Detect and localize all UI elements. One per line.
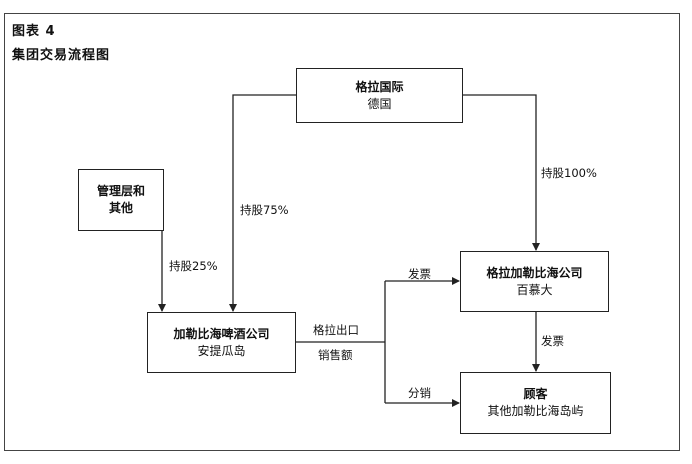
node-location: 德国 (367, 96, 392, 111)
figure-frame (4, 13, 680, 451)
node-gela-international: 格拉国际 德国 (296, 68, 463, 123)
node-customers: 顾客 其他加勒比海岛屿 (460, 372, 611, 434)
node-location: 其他加勒比海岛屿 (487, 404, 584, 418)
edge-label-distribution: 分销 (408, 386, 431, 400)
node-name: 加勒比海啤酒公司 (173, 326, 270, 341)
node-name: 顾客 (523, 387, 548, 401)
edge-label-export: 格拉出口 (313, 323, 359, 337)
figure-label: 图表 4 (12, 24, 56, 39)
node-location: 其他 (108, 201, 133, 215)
node-name: 格拉加勒比海公司 (486, 265, 583, 280)
node-gela-caribbean: 格拉加勒比海公司 百慕大 (460, 251, 609, 312)
figure-title: 集团交易流程图 (12, 48, 111, 63)
node-location: 安提瓜岛 (197, 343, 246, 358)
edge-intl-to-brewery (229, 94, 296, 312)
node-caribbean-brewery: 加勒比海啤酒公司 安提瓜岛 (147, 312, 296, 373)
edge-label-invoice-top: 发票 (408, 267, 431, 281)
node-location: 百慕大 (516, 282, 553, 297)
edge-label-75: 持股75% (240, 203, 289, 217)
edge-label-sales: 销售额 (318, 348, 353, 362)
edge-label-25: 持股25% (169, 259, 218, 273)
node-name: 格拉国际 (355, 79, 404, 94)
edge-label-100: 持股100% (541, 166, 597, 180)
node-name: 管理层和 (96, 184, 145, 198)
edge-label-invoice-customers: 发票 (541, 334, 564, 348)
edge-intl-to-gela-caribbean (462, 94, 540, 251)
node-management: 管理层和 其他 (78, 169, 164, 231)
